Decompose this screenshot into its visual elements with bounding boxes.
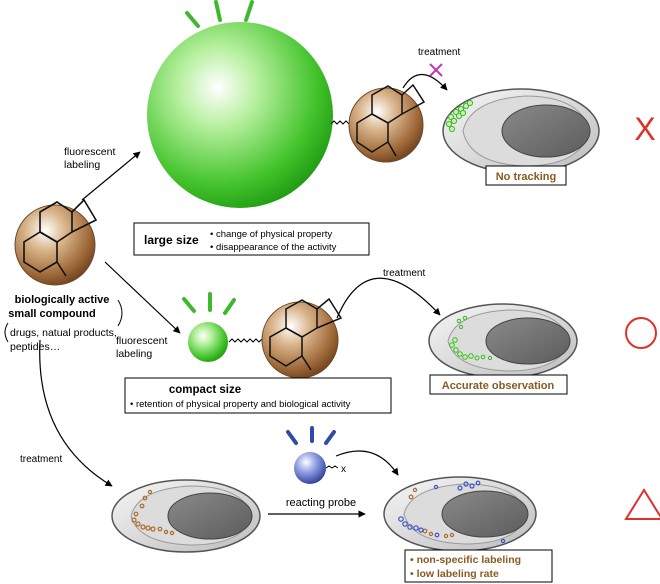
top-treatment-label: treatment (418, 47, 460, 58)
probe-curve-arrow (335, 450, 399, 476)
examples-bracket (4, 322, 9, 343)
top-labeling-label-line1: fluorescent (64, 146, 115, 158)
accurate-observation-box (429, 374, 568, 395)
top-labeling-arrow (81, 151, 141, 201)
compact-size-title: compact size (169, 384, 241, 396)
large-size-box (133, 222, 370, 256)
compound-structure-icon (23, 198, 98, 277)
compound-examples-line1: drugs, natual products, (10, 327, 117, 339)
bottom-treatment-arrow (39, 339, 113, 487)
reacting-probe (286, 426, 339, 484)
bottom-right-compound-dots (408, 487, 455, 539)
bottom-left-compound-dots (131, 489, 175, 536)
middle-labeling-arrow (104, 261, 181, 334)
probe-x-label: x (341, 464, 346, 475)
top-compound-sphere (348, 83, 426, 163)
middle-treatment-arrow (336, 277, 441, 319)
compact-size-bullet1: • retention of physical property and bio… (130, 399, 351, 410)
compound-title-line1: biologically active (15, 294, 110, 306)
top-labeling-label-line2: labeling (64, 159, 100, 171)
blocked-cross-icon (429, 63, 443, 77)
bottom-result-box (404, 549, 553, 583)
top-fail-mark: X (634, 111, 655, 147)
top-structure-icon (356, 83, 426, 157)
top-treatment-arrow (402, 73, 448, 91)
large-size-bullet2: • disappearance of the activity (210, 242, 337, 253)
middle-compound-sphere (261, 297, 343, 379)
compact-glow-rays-icon (182, 292, 236, 315)
middle-linker (228, 338, 266, 343)
middle-cell-fluorescent-dots (449, 315, 493, 361)
middle-labeling-label-line2: labeling (116, 348, 152, 360)
no-tracking-box (485, 165, 567, 186)
large-size-bullet1: • change of physical property (210, 229, 332, 240)
bottom-cell-right (383, 476, 537, 552)
middle-structure-icon (269, 297, 343, 371)
compact-size-box (124, 377, 392, 414)
large-fluorophore (147, 0, 333, 208)
compact-fluorophore (182, 292, 236, 362)
no-tracking-label: No tracking (496, 171, 557, 183)
reacting-probe-label: reacting probe (286, 497, 356, 509)
middle-cell (428, 303, 578, 379)
compound-title-line2: small compound (8, 308, 95, 320)
middle-success-circle-icon (625, 317, 657, 349)
bottom-right-probe-dots (398, 480, 506, 544)
large-glow-rays-icon (185, 0, 254, 28)
bottom-partial-triangle-icon (624, 488, 660, 520)
top-cell-fluorescent-dots (445, 99, 474, 133)
examples-bracket-right (117, 299, 123, 327)
bottom-result-line1: • non-specific labeling (410, 554, 521, 566)
middle-labeling-label-line1: fluorescent (116, 335, 167, 347)
middle-treatment-label: treatment (383, 268, 425, 279)
bottom-cell-left (111, 479, 261, 553)
large-size-title: large size (144, 233, 199, 247)
compound-examples-line2: peptides… (10, 341, 60, 353)
top-cell (442, 88, 600, 174)
accurate-observation-label: Accurate observation (442, 380, 555, 392)
bottom-result-line2: • low labeling rate (410, 568, 499, 580)
bottom-treatment-label: treatment (20, 454, 62, 465)
probe-linker (325, 465, 339, 469)
compound-sphere (14, 198, 98, 286)
probe-glow-rays-icon (286, 426, 336, 445)
